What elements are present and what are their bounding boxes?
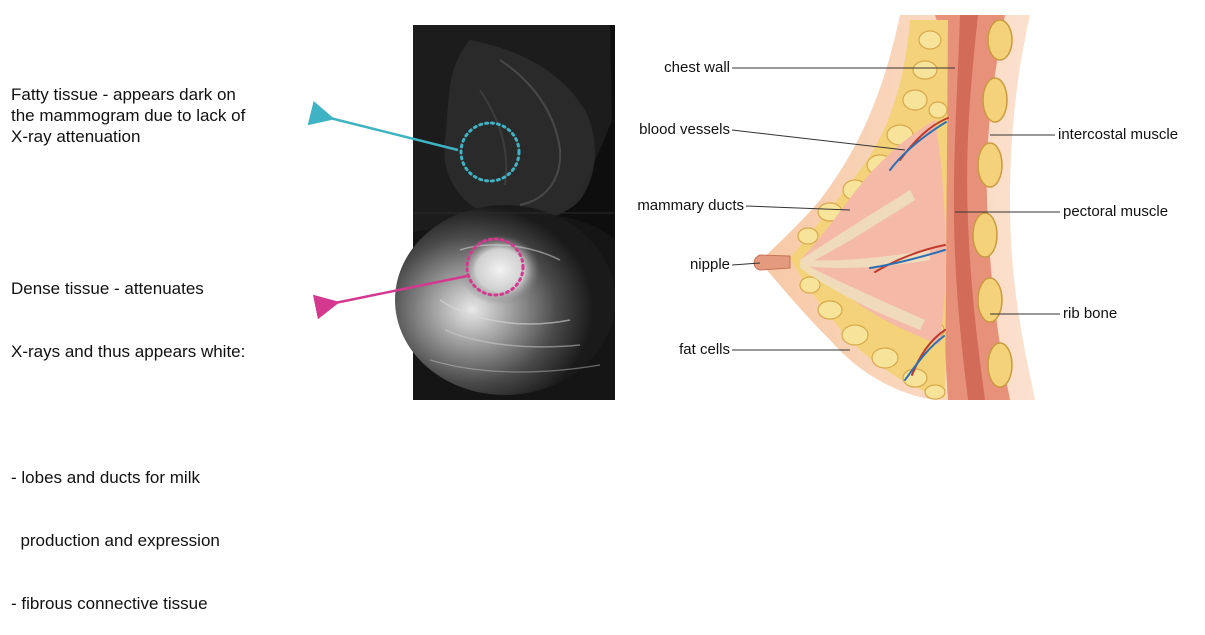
rib-3 bbox=[978, 143, 1002, 187]
dense-line-4: - lobes and ducts for milk bbox=[11, 467, 311, 488]
illustration-canvas bbox=[0, 0, 1205, 404]
label-chest-wall: chest wall bbox=[640, 59, 730, 77]
label-nipple: nipple bbox=[660, 256, 730, 274]
label-fat-cells: fat cells bbox=[640, 341, 730, 359]
label-pectoral-muscle: pectoral muscle bbox=[1063, 203, 1168, 221]
label-mammary-ducts: mammary ducts bbox=[614, 197, 744, 215]
dense-line-6: - fibrous connective tissue bbox=[11, 593, 311, 614]
dense-line-3 bbox=[11, 404, 311, 425]
label-blood-vessels: blood vessels bbox=[620, 121, 730, 139]
label-intercostal-muscle: intercostal muscle bbox=[1058, 126, 1178, 144]
rib-2 bbox=[983, 78, 1007, 122]
rib-6 bbox=[988, 343, 1012, 387]
mammogram-image bbox=[395, 25, 615, 400]
rib-5 bbox=[978, 278, 1002, 322]
rib-1 bbox=[988, 20, 1012, 60]
label-rib-bone: rib bone bbox=[1063, 305, 1117, 323]
rib-4 bbox=[973, 213, 997, 257]
dense-line-5: production and expression bbox=[11, 530, 311, 551]
